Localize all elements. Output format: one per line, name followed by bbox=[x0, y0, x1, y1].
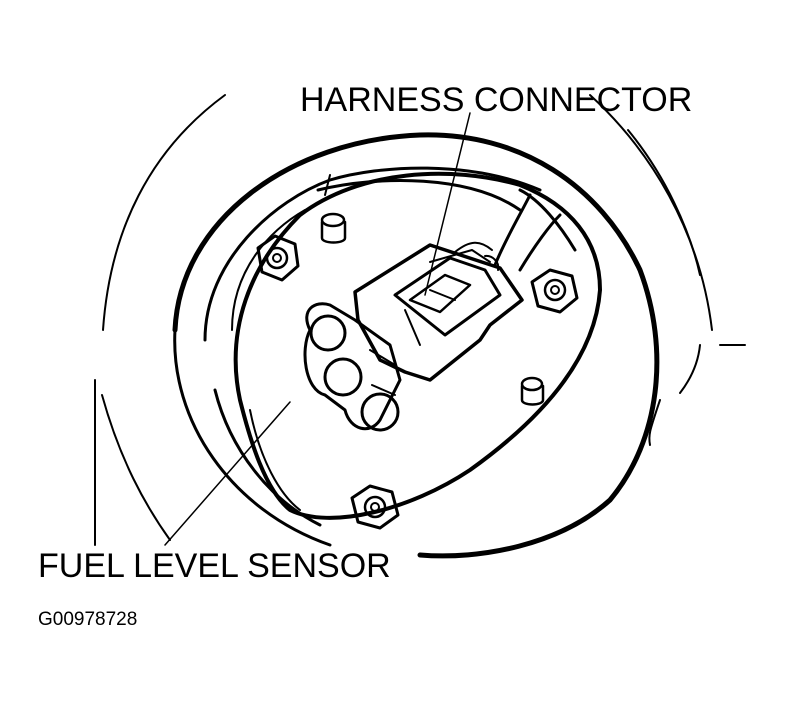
leader-lines bbox=[164, 112, 471, 546]
figure-id-label: G00978728 bbox=[38, 609, 138, 630]
harness-connector-label: HARNESS CONNECTOR bbox=[300, 81, 693, 119]
tank-opening-outline bbox=[94, 94, 746, 546]
wire-harness bbox=[316, 174, 577, 272]
harness-connector bbox=[353, 241, 524, 382]
stud-right bbox=[520, 376, 545, 406]
fuel-level-sensor-body bbox=[233, 171, 602, 520]
fuel-level-sensor-leader-line bbox=[164, 401, 291, 546]
harness-connector-leader-line bbox=[424, 112, 471, 296]
mounting-nut-upper-left bbox=[256, 234, 300, 282]
mounting-nut-right bbox=[530, 268, 579, 314]
sensor-terminals bbox=[303, 302, 402, 432]
mounting-nut-bottom bbox=[350, 484, 400, 530]
stud-top bbox=[320, 212, 347, 244]
fuel-level-sensor-label: FUEL LEVEL SENSOR bbox=[38, 547, 391, 585]
